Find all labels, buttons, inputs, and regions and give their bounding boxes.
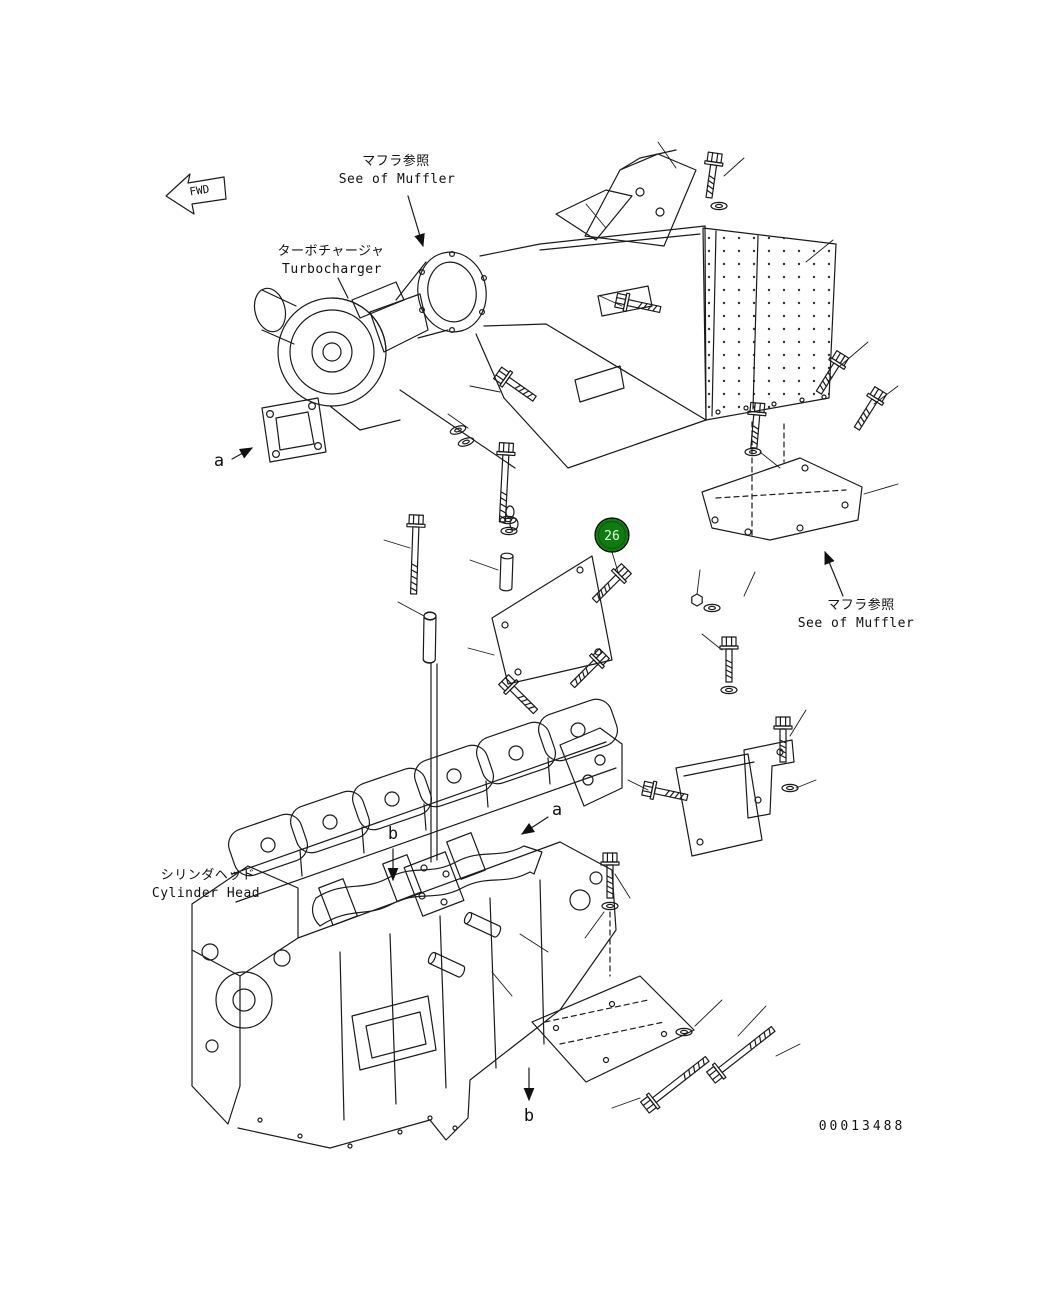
bolt-icon [496,672,543,719]
spacer-icon [499,552,514,592]
engine-cylinder-head-drawing [191,698,623,1149]
turbo-gasket [261,397,327,463]
washer-icon [456,435,476,449]
callout-26[interactable]: 26 [594,517,630,573]
label-muffler-ref-top-jp: マフラ参照 [362,154,430,169]
callout-26-circle[interactable] [594,517,630,553]
reference-arrows [231,195,844,1102]
turbocharger-drawing [253,261,449,431]
bolt-icon [719,636,739,683]
label-cylinder-head-jp: シリンダヘッド [160,868,256,883]
label-turbocharger-jp: ターボチャージャ [277,244,385,259]
exhaust-manifold [311,832,543,927]
spacer-icon [462,910,503,939]
view-label-a-left: a [213,451,225,471]
label-muffler-ref-right-en: See of Muffler [797,616,915,631]
spacer-icon [422,611,437,664]
drawing-number: 00013488 [818,1119,906,1134]
bottom-cover-plate [531,911,695,1083]
view-label-b-mid: b [387,824,399,844]
washer-icon [500,526,518,536]
washer-icon [720,685,738,695]
washer-icon [710,201,728,211]
muffler-mount-plate [701,421,863,541]
leader-lines [383,141,899,1109]
bolt-icon [638,1051,714,1116]
callout-26-ring [597,520,627,550]
washer-icon [744,447,762,457]
label-turbocharger-en: Turbocharger [282,262,382,277]
bolt-icon [773,716,793,763]
bolt-icon [492,441,517,523]
view-label-b-bottom: b [523,1106,535,1126]
bolt-icon [613,290,663,319]
bolt-icon [403,514,426,595]
bolt-icon [491,364,541,407]
callout-26-number: 26 [604,529,620,544]
bolt-icon [699,151,725,200]
nut-icon [691,593,703,607]
label-cylinder-head-en: Cylinder Head [151,886,261,901]
label-muffler-ref-top-en: See of Muffler [338,172,456,187]
bolt-icon [848,384,890,434]
label-muffler-ref-right-jp: マフラ参照 [827,598,895,613]
spacer-icon [426,950,467,979]
washer-icon [601,901,619,911]
fwd-direction-flag: FWD [165,173,227,215]
heat-shield-plate [430,505,613,863]
washer-icon [703,603,721,613]
fwd-label: FWD [189,183,211,199]
muffler-cover-assembly [399,149,837,469]
washers [448,201,799,1037]
guard-bracket-assembly [675,739,795,857]
view-label-a-mid: a [551,800,563,820]
